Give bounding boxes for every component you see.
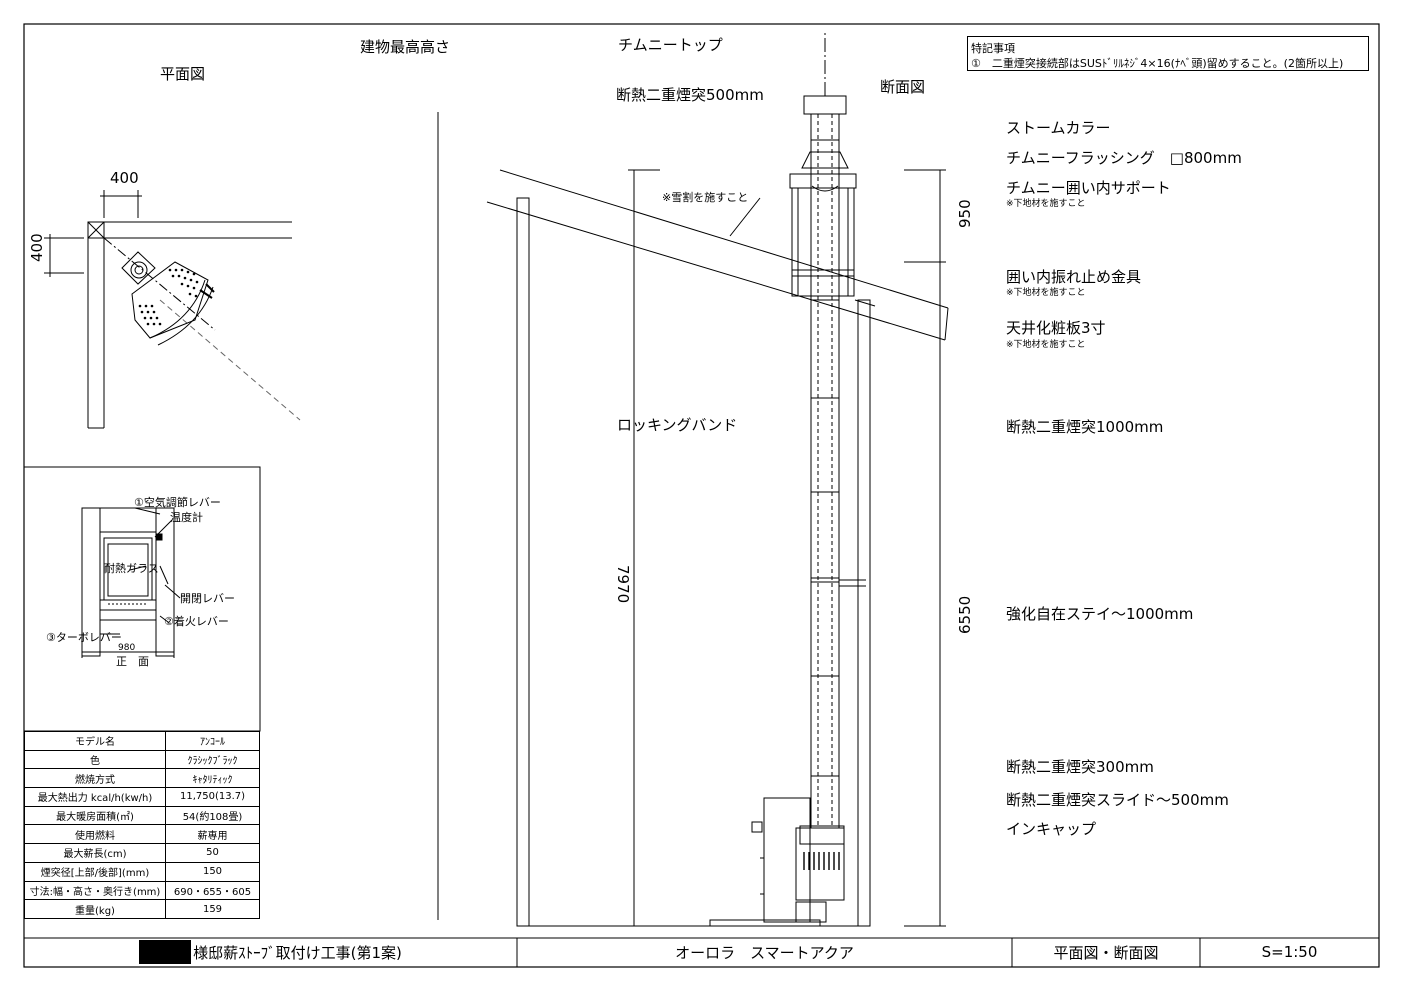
notes-item: ① 二重煙突接続部はSUSﾄﾞﾘﾙﾈｼﾞ4×16(ﾅﾍﾞ頭)留めすること。(2箇… <box>971 57 1344 70</box>
callout-glass: 耐熱ガラス <box>104 562 159 575</box>
part-ceiling-plate: 天井化粧板3寸 <box>1006 319 1106 337</box>
front-caption: 正 面 <box>116 655 149 668</box>
redacted-name <box>139 940 192 964</box>
callout-ignite-lever: ②着火レバー <box>164 615 229 628</box>
plan-dim-height: 400 <box>28 233 46 262</box>
section-title: 断面図 <box>880 78 926 96</box>
part-sway-bracket: 囲い内振れ止め金具 <box>1006 268 1142 286</box>
title-model: オーロラ スマートアクア <box>675 943 854 962</box>
table-row: 最大熱出力 kcal/h(kw/h)11,750(13.7) <box>24 787 260 807</box>
part-stay: 強化自在ステイ～1000mm <box>1006 605 1194 623</box>
part-pipe-slide: 断熱二重煙突スライド～500mm <box>1006 791 1229 809</box>
plan-title: 平面図 <box>160 65 206 83</box>
front-width-dim: 980 <box>118 643 136 653</box>
table-row: 煙突径[上部/後部](mm)150 <box>24 861 260 882</box>
callout-air-lever: ①空気調節レバー <box>134 496 221 509</box>
callout-thermometer: 温度計 <box>170 511 203 524</box>
building-height-label: 建物最高高さ <box>360 38 451 56</box>
dim-upper: 950 <box>956 199 974 228</box>
table-row: 色ｸﾗｼｯｸﾌﾞﾗｯｸ <box>24 749 260 770</box>
dim-total: 7970 <box>614 565 632 604</box>
part-pipe-300: 断熱二重煙突300mm <box>1006 758 1154 776</box>
callout-door-lever: 開閉レバー <box>180 592 235 605</box>
table-row: 重量(kg)159 <box>24 899 260 919</box>
notes-heading: 特記事項 <box>971 42 1015 55</box>
dim-lower: 6550 <box>956 595 974 634</box>
part-storm-collar: ストームカラー <box>1006 119 1111 137</box>
part-enclosure-support-note: ※下地材を施すこと <box>1006 199 1086 209</box>
part-ceiling-plate-note: ※下地材を施すこと <box>1006 340 1086 350</box>
table-row: 最大暖房面積(㎡)54(約108畳) <box>24 805 260 826</box>
table-row: 燃焼方式ｷｬﾀﾘﾃｨｯｸ <box>24 768 260 789</box>
part-in-cap: インキャップ <box>1006 820 1097 838</box>
chimney-top-label: チムニートップ <box>618 36 723 54</box>
table-row: 最大薪長(cm)50 <box>24 843 260 863</box>
table-row: 使用燃料薪専用 <box>24 824 260 845</box>
part-pipe-1000: 断熱二重煙突1000mm <box>1006 418 1164 436</box>
part-chimney-flashing: チムニーフラッシング □800mm <box>1006 149 1242 167</box>
title-project-cell: 様邸薪ｽﾄｰﾌﾞ取付け工事(第1案) <box>24 938 517 966</box>
pipe-500-label: 断熱二重煙突500mm <box>616 86 764 104</box>
rocking-band-label: ロッキングバンド <box>617 416 738 434</box>
snow-note: ※雪割を施すこと <box>662 191 749 204</box>
spec-table: モデル名ｱﾝｺｰﾙ 色ｸﾗｼｯｸﾌﾞﾗｯｸ 燃焼方式ｷｬﾀﾘﾃｨｯｸ 最大熱出力… <box>24 731 260 919</box>
title-scale: S=1:50 <box>1261 943 1318 961</box>
table-row: モデル名ｱﾝｺｰﾙ <box>24 731 260 751</box>
plan-dim-width: 400 <box>110 169 139 187</box>
special-notes: 特記事項 ① 二重煙突接続部はSUSﾄﾞﾘﾙﾈｼﾞ4×16(ﾅﾍﾞ頭)留めするこ… <box>967 36 1369 71</box>
table-row: 寸法:幅・高さ・奥行き(mm)690・655・605 <box>24 880 260 901</box>
part-enclosure-support: チムニー囲い内サポート <box>1006 179 1171 197</box>
title-drawing: 平面図・断面図 <box>1053 943 1159 962</box>
title-project: 様邸薪ｽﾄｰﾌﾞ取付け工事(第1案) <box>193 943 402 962</box>
part-sway-bracket-note: ※下地材を施すこと <box>1006 288 1086 298</box>
callout-turbo-lever: ③ターボレバー <box>46 631 122 644</box>
